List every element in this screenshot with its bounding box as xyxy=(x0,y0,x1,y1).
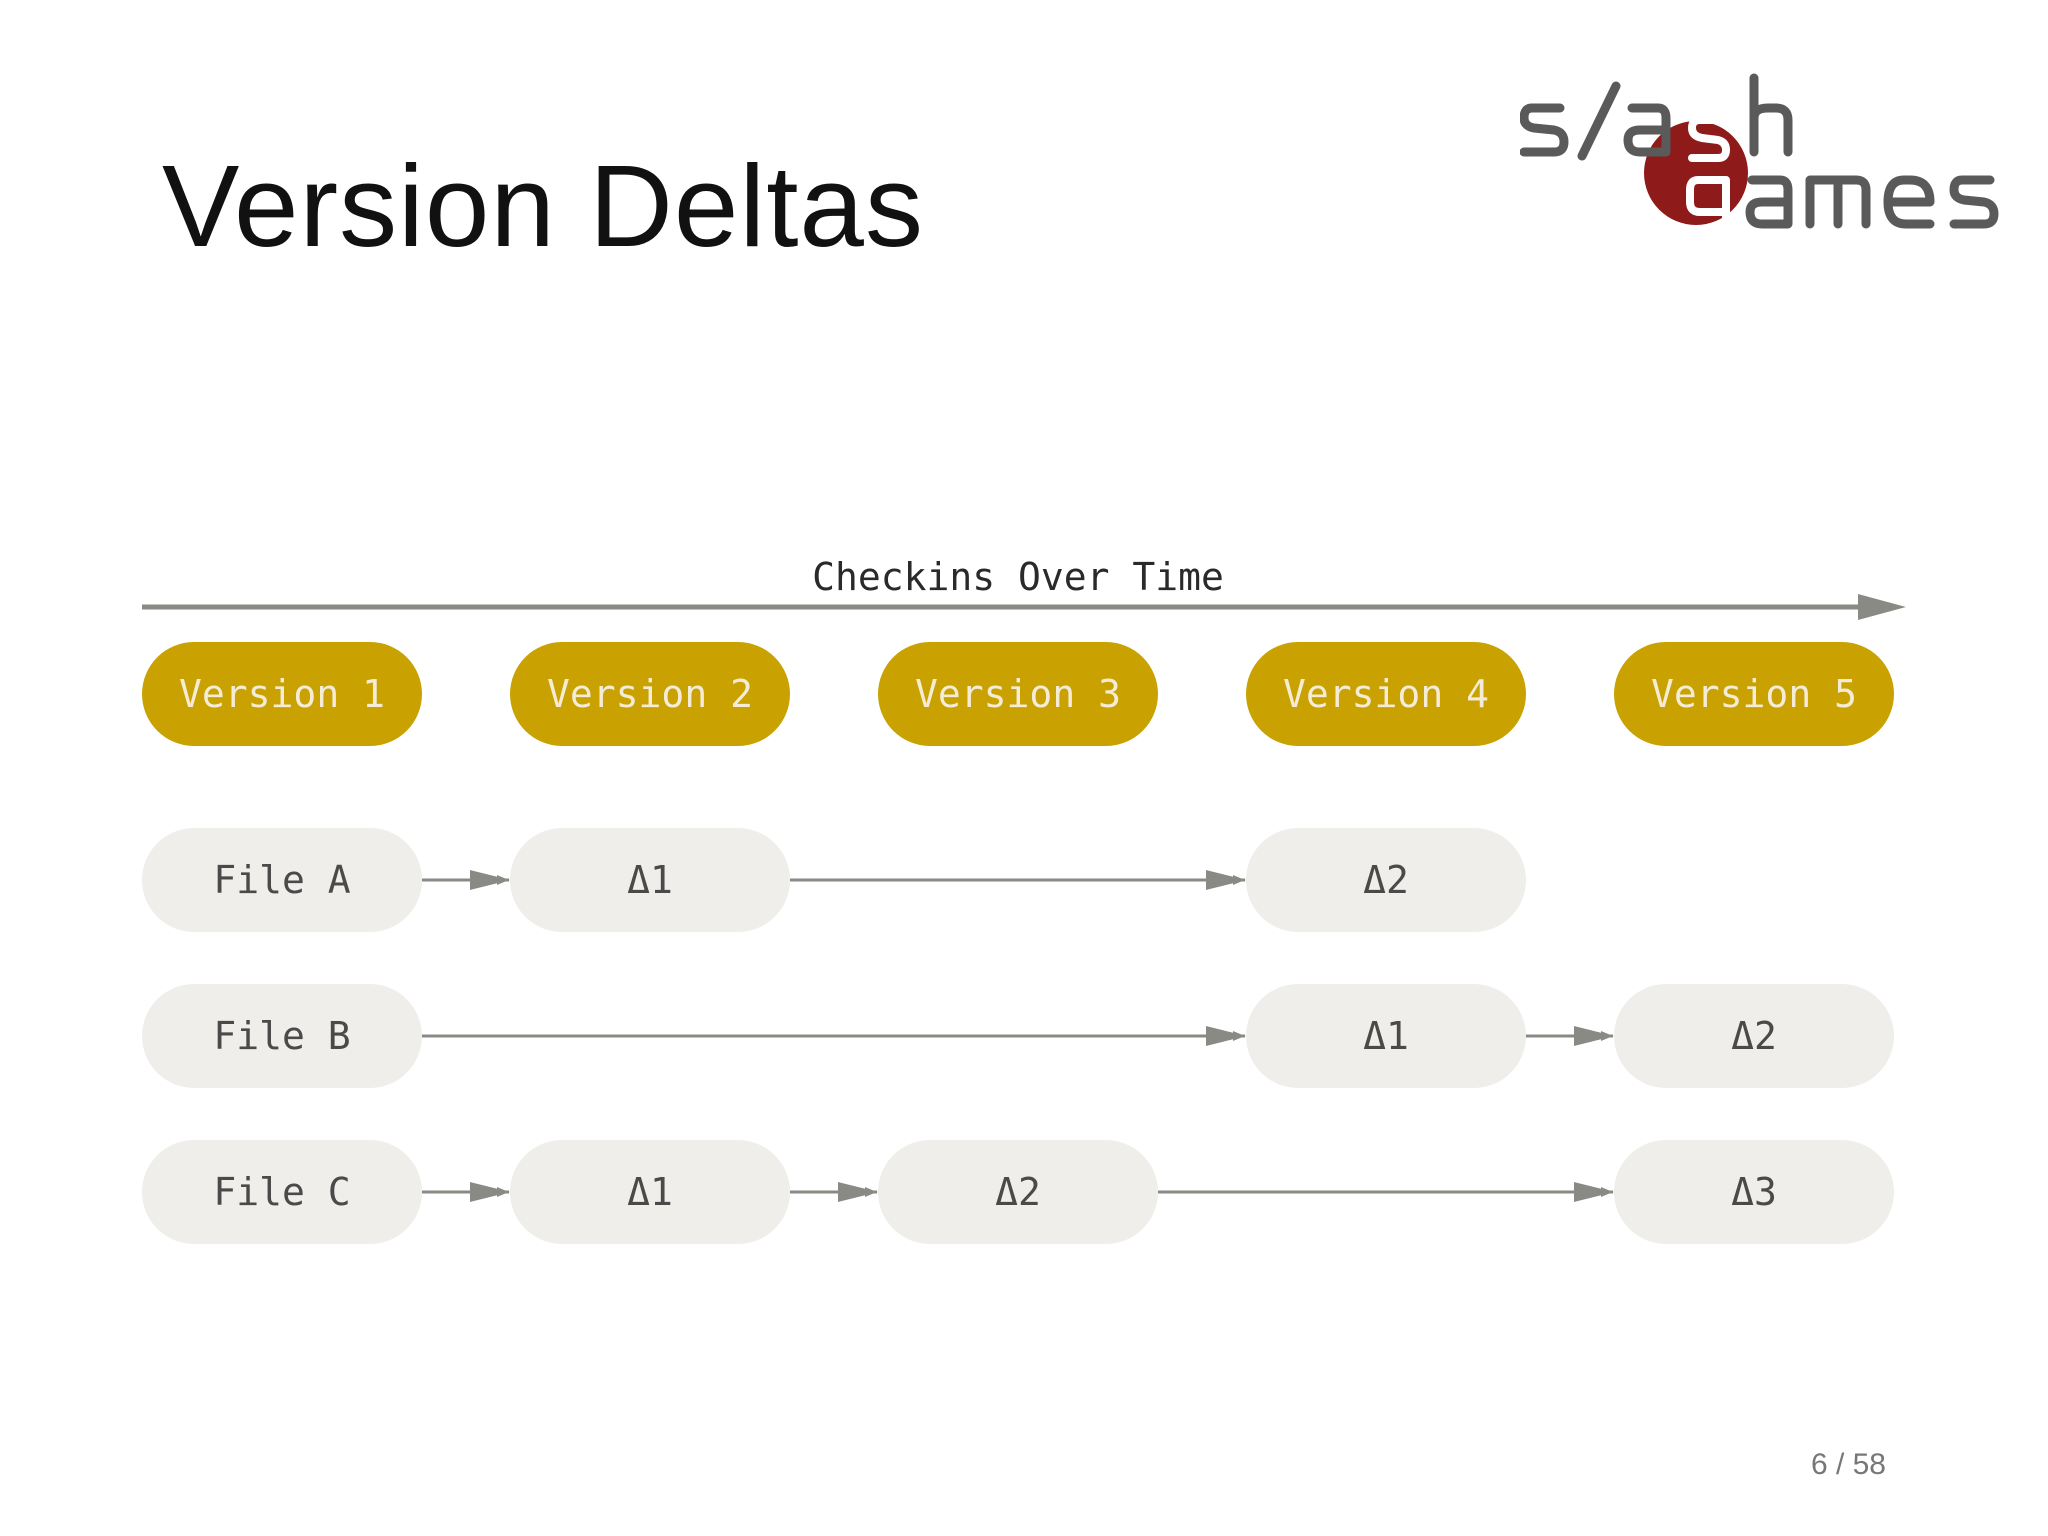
version-node-5: Version 5 xyxy=(1614,642,1894,746)
file-c-delta-node-5-label: Δ3 xyxy=(1731,1170,1777,1214)
version-node-2-shape xyxy=(510,642,790,746)
page-number: 6 / 58 xyxy=(1810,1448,1886,1481)
file-c-delta-node-3-shape xyxy=(878,1140,1158,1244)
file-c-node-shape xyxy=(142,1140,422,1244)
slash-games-logo xyxy=(1520,73,1999,240)
file-a-delta-node-4-shape xyxy=(1246,828,1526,932)
file-b-arrowhead-4 xyxy=(1574,1026,1614,1046)
file-c-delta-node-2-label: Δ1 xyxy=(627,1170,673,1214)
version-node-5-shape xyxy=(1614,642,1894,746)
version-node-3-label: Version 3 xyxy=(915,672,1121,716)
diagram-nodes: Version 1 Version 2 Version 3 Version 4 Vers… xyxy=(142,642,1894,1244)
file-b-node-label: File B xyxy=(213,1014,350,1058)
file-c-delta-node-3: Δ2 xyxy=(878,1140,1158,1244)
version-node-1-shape xyxy=(142,642,422,746)
file-c-delta-node-5: Δ3 xyxy=(1614,1140,1894,1244)
file-c-arrowhead-1 xyxy=(470,1182,510,1202)
version-node-4-shape xyxy=(1246,642,1526,746)
file-a-arrowhead-1 xyxy=(470,870,510,890)
file-b-arrowhead-3 xyxy=(1206,1026,1246,1046)
version-node-2-label: Version 2 xyxy=(547,672,753,716)
file-c-node: File C xyxy=(142,1140,422,1244)
version-node-5-label: Version 5 xyxy=(1651,672,1857,716)
version-node-4: Version 4 xyxy=(1246,642,1526,746)
file-c-delta-node-3-label: Δ2 xyxy=(995,1170,1041,1214)
file-c-node-label: File C xyxy=(213,1170,350,1214)
file-a-delta-node-4: Δ2 xyxy=(1246,828,1526,932)
file-b-delta-node-5-label: Δ2 xyxy=(1731,1014,1777,1058)
file-a-delta-node-2: Δ1 xyxy=(510,828,790,932)
file-b-delta-node-5: Δ2 xyxy=(1614,984,1894,1088)
file-b-node-shape xyxy=(142,984,422,1088)
slide-title: Version Deltas xyxy=(162,141,924,271)
version-node-1-label: Version 1 xyxy=(179,672,385,716)
file-a-delta-node-4-label: Δ2 xyxy=(1363,858,1409,902)
file-b-delta-node-4: Δ1 xyxy=(1246,984,1526,1088)
file-c-delta-node-2: Δ1 xyxy=(510,1140,790,1244)
file-a-node-shape xyxy=(142,828,422,932)
file-b-delta-node-4-label: Δ1 xyxy=(1363,1014,1409,1058)
file-a-delta-node-2-label: Δ1 xyxy=(627,858,673,902)
version-node-3: Version 3 xyxy=(878,642,1158,746)
version-node-1: Version 1 xyxy=(142,642,422,746)
timeline-axis-arrowhead xyxy=(1858,594,1906,620)
file-a-arrowhead-3 xyxy=(1206,870,1246,890)
file-a-delta-node-2-shape xyxy=(510,828,790,932)
file-c-arrowhead-2 xyxy=(838,1182,878,1202)
axis-label: Checkins Over Time xyxy=(812,555,1224,599)
version-node-2: Version 2 xyxy=(510,642,790,746)
version-node-4-label: Version 4 xyxy=(1283,672,1489,716)
file-b-delta-node-4-shape xyxy=(1246,984,1526,1088)
file-b-delta-node-5-shape xyxy=(1614,984,1894,1088)
file-c-delta-node-5-shape xyxy=(1614,1140,1894,1244)
file-c-delta-node-2-shape xyxy=(510,1140,790,1244)
file-b-node: File B xyxy=(142,984,422,1088)
file-c-arrowhead-4 xyxy=(1574,1182,1614,1202)
file-a-node-label: File A xyxy=(213,858,350,902)
delta-arrows xyxy=(422,870,1614,1202)
version-node-3-shape xyxy=(878,642,1158,746)
timeline-axis: Checkins Over Time xyxy=(142,555,1906,620)
file-a-node: File A xyxy=(142,828,422,932)
